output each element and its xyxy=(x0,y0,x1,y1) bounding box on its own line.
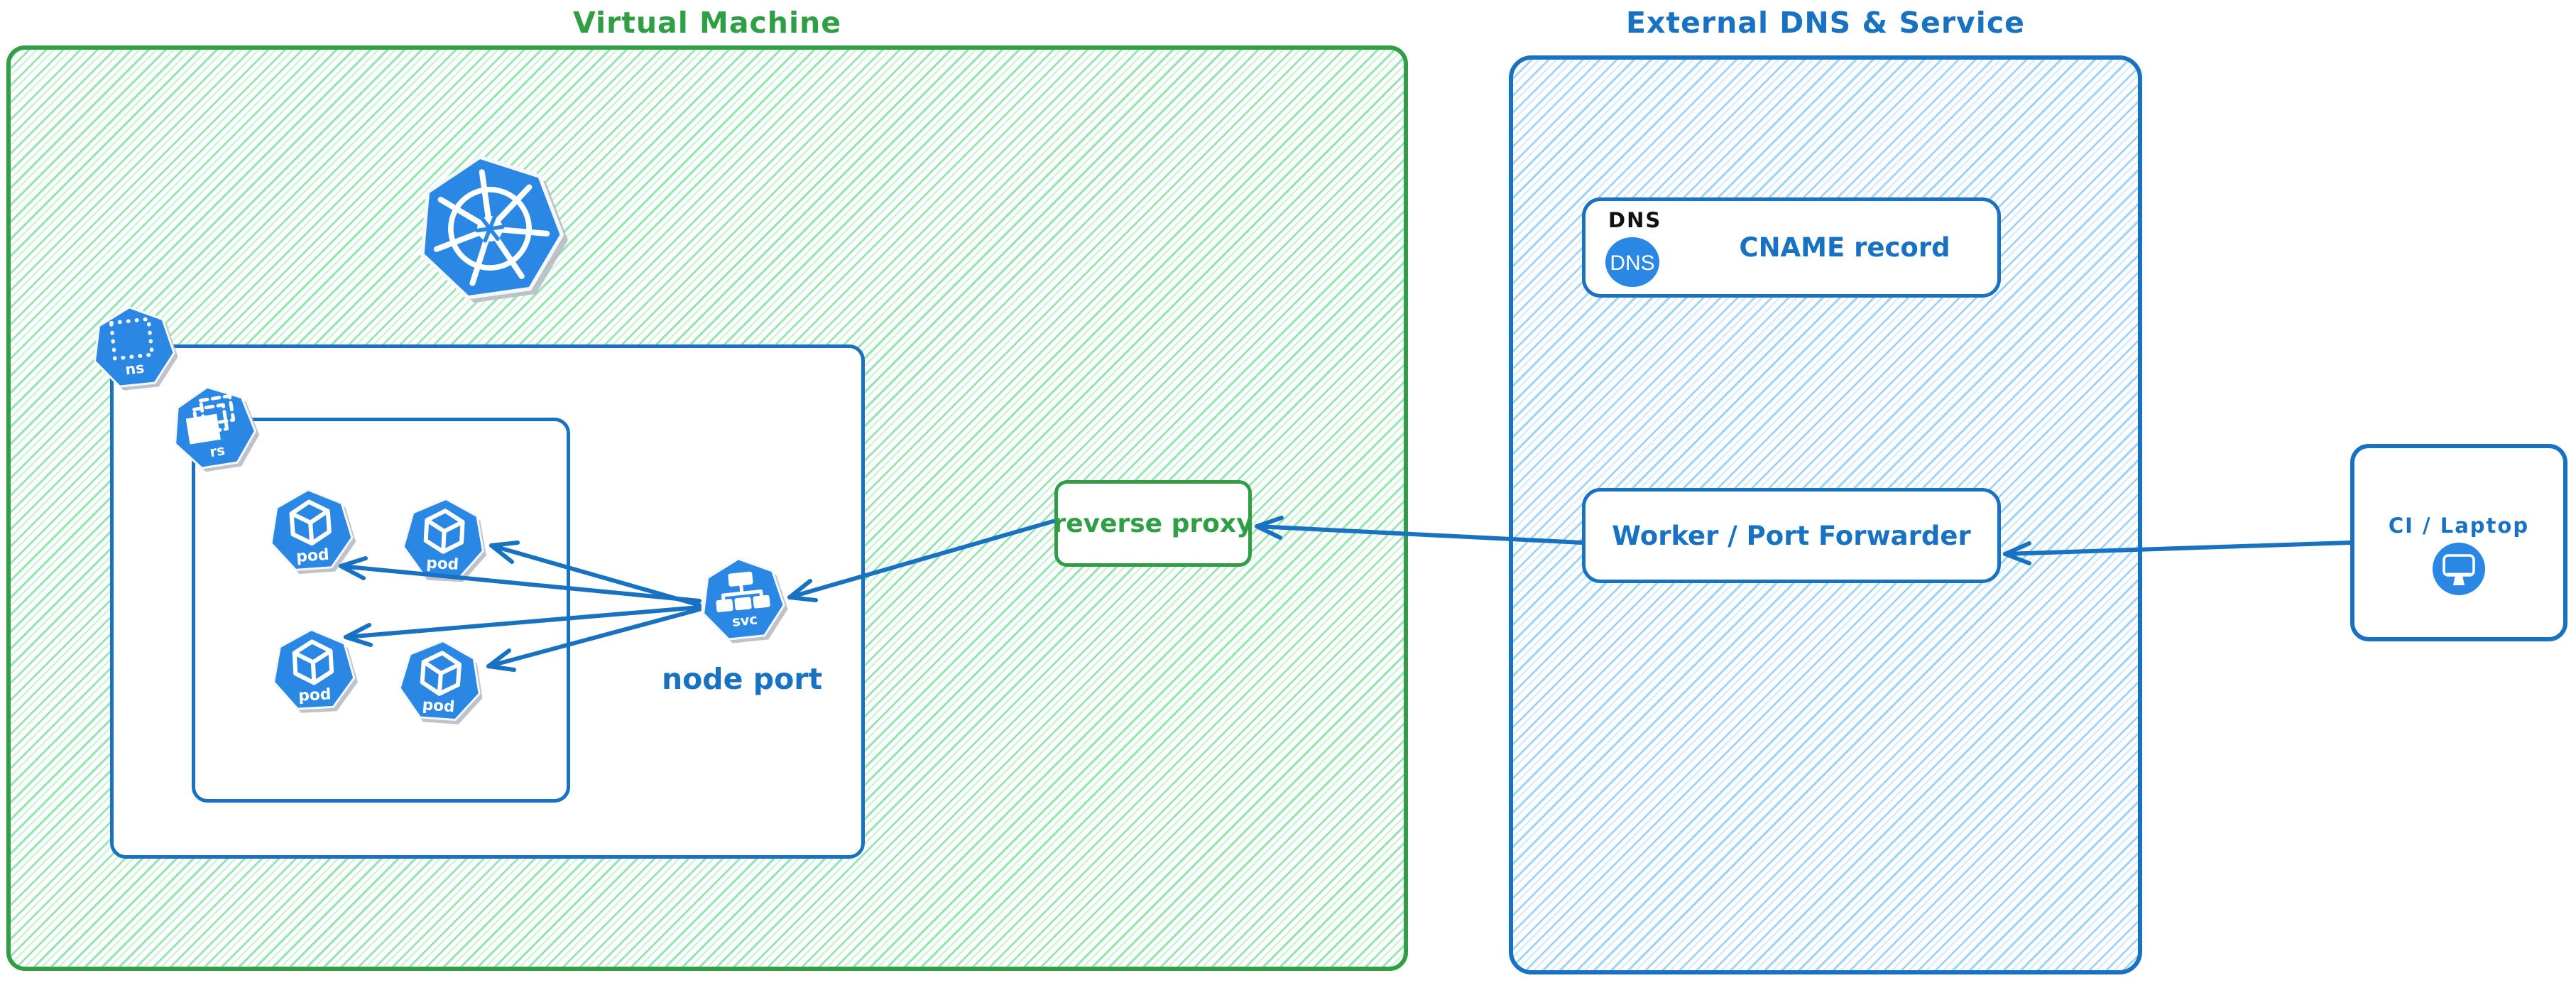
pod-icon: pod xyxy=(270,626,359,715)
namespace-icon: ns xyxy=(88,302,181,393)
node-port-label: node port xyxy=(661,662,823,696)
service-icon: svc xyxy=(697,553,791,646)
external-box-title: External DNS & Service xyxy=(1626,6,2025,40)
worker-port-forwarder-label: Worker / Port Forwarder xyxy=(1612,520,1971,551)
ci-laptop-label: CI / Laptop xyxy=(2388,514,2530,538)
replicaset-icon: rs xyxy=(165,379,264,476)
pod-icon-label: pod xyxy=(426,555,459,574)
dns-tag-label: DNS xyxy=(1608,208,1662,232)
pod-icon-label: pod xyxy=(295,546,329,566)
ci-laptop-box: CI / Laptop xyxy=(2350,444,2567,641)
reverse-proxy-label: reverse proxy xyxy=(1053,509,1253,538)
pod-icon: pod xyxy=(396,637,486,726)
service-icon-label: svc xyxy=(731,611,758,630)
pod-icon-label: pod xyxy=(422,696,455,716)
worker-port-forwarder-box: Worker / Port Forwarder xyxy=(1582,488,2001,583)
replicaset-box xyxy=(192,418,570,803)
pod-icon-label: pod xyxy=(298,685,332,705)
monitor-icon xyxy=(2433,543,2485,595)
dns-badge-label: DNS xyxy=(1610,251,1654,275)
namespace-icon-label: ns xyxy=(124,359,145,379)
cname-record-box: DNS DNS CNAME record xyxy=(1582,197,2001,298)
pod-icon: pod xyxy=(266,486,358,576)
kubernetes-logo-icon xyxy=(405,143,575,308)
replicaset-icon-label: rs xyxy=(209,442,227,460)
vm-box-title: Virtual Machine xyxy=(572,6,842,40)
dns-badge-icon: DNS xyxy=(1605,237,1659,287)
pod-icon: pod xyxy=(400,496,489,583)
cname-record-label: CNAME record xyxy=(1739,232,1950,263)
reverse-proxy-box: reverse proxy xyxy=(1053,480,1253,567)
